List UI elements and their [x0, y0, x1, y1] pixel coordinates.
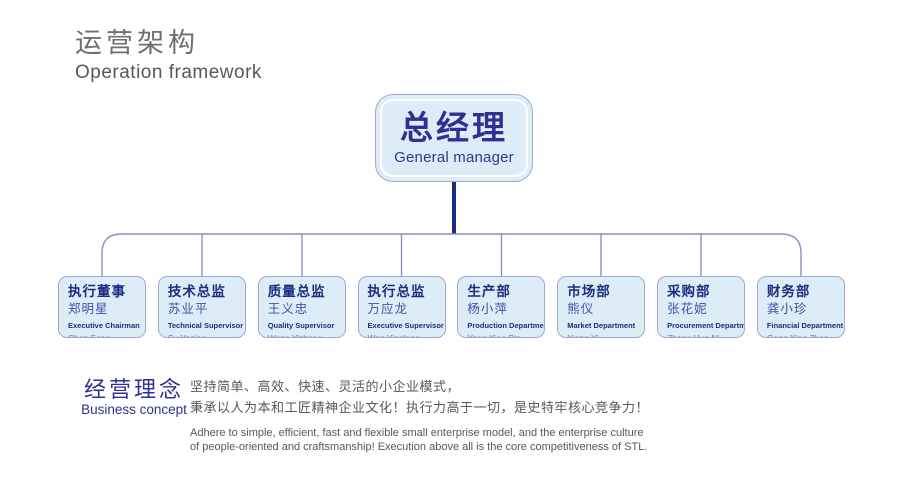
node-name-en: Wan Yinglong — [367, 333, 420, 338]
node-name-en: Xiong Yi — [567, 333, 599, 338]
org-node-procurement-department: 采购部 张花妮 Procurement Department Zhang Hua… — [657, 276, 746, 338]
concept-text-en-line2: of people-oriented and craftsmanship! Ex… — [190, 440, 648, 453]
concept-text-zh-line1: 坚持简单、高效、快速、灵活的小企业模式， — [190, 379, 461, 394]
node-name-zh: 苏业平 — [167, 302, 209, 316]
node-name-zh: 龚小珍 — [766, 302, 808, 316]
page-header: 运营架构 Operation framework — [75, 27, 262, 85]
node-title-zh: 市场部 — [567, 284, 611, 299]
node-title-en: Executive Chairman — [68, 321, 140, 330]
org-node-executive-supervisor: 执行总监 万应龙 Executive Supervisor Wan Yinglo… — [357, 276, 446, 338]
node-title-zh: 采购部 — [667, 284, 711, 299]
node-name-en: Wang Yizhong — [267, 333, 323, 338]
node-name-en: Chen Feng — [68, 333, 111, 338]
org-node-executive-chairman: 执行董事 郑明星 Executive Chairman Chen Feng — [58, 276, 146, 338]
node-title-zh: 质量总监 — [267, 284, 326, 299]
org-node-technical-supervisor: 技术总监 苏业平 Technical Supervisor Su Yeping — [157, 276, 246, 338]
node-name-zh: 王义忠 — [267, 302, 309, 316]
node-title-en: Financial Department — [766, 321, 844, 330]
node-title-zh: 技术总监 — [167, 284, 226, 299]
business-concept-label: 经营理念 Business concept — [75, 377, 193, 418]
org-root-node-inner: 总经理 General manager — [380, 99, 528, 177]
node-name-en: Su Yeping — [167, 333, 207, 338]
node-title-en: Quality Supervisor — [267, 321, 335, 330]
node-title-en: Procurement Department — [667, 321, 746, 330]
org-node-quality-supervisor: 质量总监 王义忠 Quality Supervisor Wang Yizhong — [257, 276, 346, 338]
root-stem-line — [452, 182, 456, 234]
org-node-row: 执行董事 郑明星 Executive Chairman Chen Feng 技术… — [58, 276, 845, 338]
business-concept-body: 坚持简单、高效、快速、灵活的小企业模式， 秉承以人为本和工匠精神企业文化！执行力… — [190, 376, 649, 454]
node-title-en: Market Department — [567, 321, 636, 330]
node-name-zh: 郑明星 — [68, 302, 109, 316]
node-name-en: Gong Xiao Zhen — [766, 333, 829, 338]
concept-text-zh-line2: 秉承以人为本和工匠精神企业文化！执行力高于一切，是史特牢核心竞争力！ — [190, 400, 650, 415]
node-title-zh: 财务部 — [766, 284, 811, 299]
node-name-zh: 杨小萍 — [467, 302, 508, 316]
concept-text-en-line1: Adhere to simple, efficient, fast and fl… — [190, 427, 644, 439]
node-title-zh: 执行董事 — [68, 284, 126, 299]
business-concept-en: Business concept — [81, 402, 187, 417]
node-title-en: Production Department — [467, 321, 546, 330]
node-name-zh: 万应龙 — [367, 302, 409, 316]
business-concept-zh: 经营理念 — [83, 377, 184, 402]
org-node-production-department: 生产部 杨小萍 Production Department Yang Xiao … — [457, 276, 546, 338]
node-name-zh: 熊仪 — [567, 302, 595, 316]
page-title-zh: 运营架构 — [75, 28, 199, 58]
org-node-market-department: 市场部 熊仪 Market Department Xiong Yi — [557, 276, 646, 338]
org-node-financial-department: 财务部 龚小珍 Financial Department Gong Xiao Z… — [756, 276, 845, 338]
node-name-en: Zhang Hua Ni — [667, 333, 720, 338]
node-title-zh: 生产部 — [467, 284, 511, 299]
node-title-en: Executive Supervisor — [367, 321, 444, 330]
org-root-node: 总经理 General manager — [375, 94, 533, 182]
root-title-en: General manager — [394, 149, 514, 166]
node-title-zh: 执行总监 — [367, 284, 426, 299]
page-title-en: Operation framework — [75, 62, 262, 83]
root-title-zh: 总经理 — [400, 109, 508, 146]
node-name-en: Yang Xiao Pin — [467, 333, 521, 338]
node-name-zh: 张花妮 — [667, 302, 708, 316]
node-title-en: Technical Supervisor — [167, 321, 244, 330]
